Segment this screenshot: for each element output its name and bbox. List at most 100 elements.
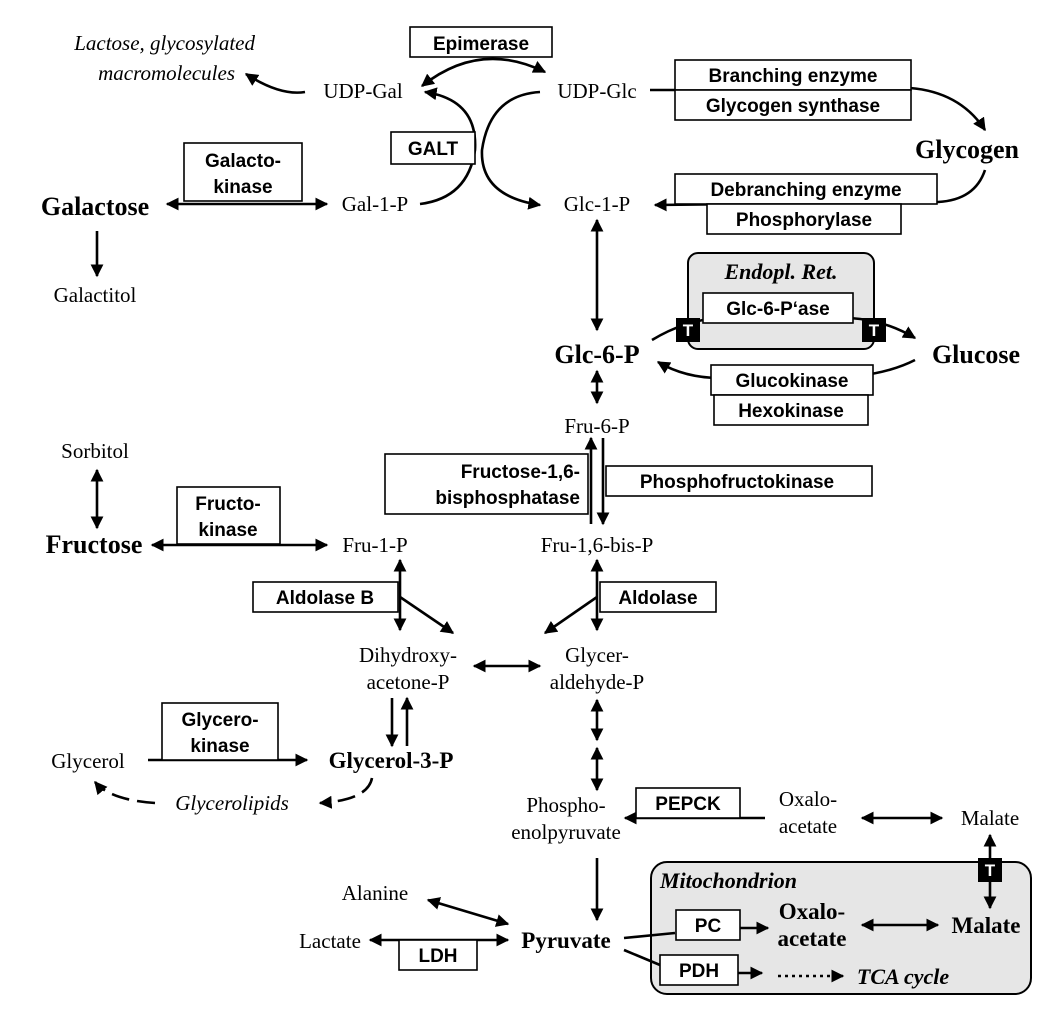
glycerokinase-label-2: kinase bbox=[190, 736, 249, 757]
glycerolipids-to-glycerol-arrow bbox=[94, 781, 156, 805]
oaa-mito-label-1: Oxalo- bbox=[779, 899, 845, 924]
galactitol-label: Galactitol bbox=[54, 283, 137, 307]
hexokinase-box bbox=[713, 394, 869, 426]
pep-label-1: Phospho- bbox=[526, 793, 605, 817]
pyruvate-label: Pyruvate bbox=[521, 928, 610, 953]
er-transporter-right bbox=[862, 318, 886, 342]
tca-cycle-label: TCA cycle bbox=[857, 964, 949, 989]
debranching-enzyme-label: Debranching enzyme bbox=[710, 180, 901, 201]
gap-label-1: Glycer- bbox=[565, 643, 629, 667]
glycerol-3-p-label: Glycerol-3-P bbox=[329, 748, 454, 773]
sorbitol-label: Sorbitol bbox=[61, 439, 129, 463]
glucokinase-box bbox=[710, 364, 874, 396]
lactose-label-2: macromolecules bbox=[98, 61, 235, 85]
pc-label: PC bbox=[695, 916, 722, 937]
aldolase-label: Aldolase bbox=[618, 588, 697, 609]
glycerokinase-label-1: Glycero- bbox=[181, 710, 258, 731]
aldolase-b-to-gap-arrow bbox=[399, 595, 455, 635]
alanine-label: Alanine bbox=[342, 881, 408, 905]
phosphorylase-box bbox=[706, 203, 902, 235]
glucokinase-label: Glucokinase bbox=[736, 371, 849, 392]
galactokinase-box bbox=[183, 142, 303, 202]
galt-arrow-udpglc-to-glc1p bbox=[480, 90, 542, 210]
dhap-label-1: Dihydroxy- bbox=[359, 643, 457, 667]
oaa-cyto-label-2: acetate bbox=[779, 814, 837, 838]
pyruvate-to-pc-line bbox=[623, 931, 676, 940]
g3p-to-glycerolipids-arrow bbox=[318, 777, 374, 809]
mito-transporter-label: T bbox=[985, 861, 996, 880]
pfk-box bbox=[605, 465, 873, 497]
fru-6-p-label: Fru-6-P bbox=[564, 414, 629, 438]
fructokinase-box bbox=[176, 486, 281, 545]
fructokinase-label-1: Fructo- bbox=[195, 494, 260, 515]
glc-1-p-label: Glc-1-P bbox=[564, 192, 631, 216]
fru-1-p-label: Fru-1-P bbox=[342, 533, 407, 557]
udp-gal-label: UDP-Gal bbox=[323, 79, 402, 103]
fructokinase-label-2: kinase bbox=[198, 520, 257, 541]
glycogen-breakdown-arrow bbox=[653, 169, 987, 212]
glycogen-synthase-box bbox=[674, 89, 912, 121]
udp-glc-label: UDP-Glc bbox=[557, 79, 636, 103]
branching-enzyme-label: Branching enzyme bbox=[709, 66, 878, 87]
mito-transporter bbox=[978, 858, 1002, 882]
udp-gal-to-lactose-arrow bbox=[244, 72, 306, 94]
hexokinase-label: Hexokinase bbox=[738, 401, 844, 422]
pc-box bbox=[675, 909, 741, 941]
ldh-box bbox=[398, 939, 478, 971]
glc6pase-box bbox=[702, 292, 854, 324]
glc6pase-label: Glc-6-P‘ase bbox=[726, 299, 830, 320]
glycerokinase-box bbox=[161, 702, 279, 761]
aldolase-box bbox=[599, 581, 717, 613]
epimerase-box bbox=[409, 26, 553, 58]
mitochondrion-label: Mitochondrion bbox=[659, 868, 797, 893]
pyruvate-to-pdh-line bbox=[623, 948, 661, 967]
glucose-label: Glucose bbox=[932, 340, 1020, 369]
lactate-label: Lactate bbox=[299, 929, 361, 953]
er-transporter-left-label: T bbox=[683, 321, 694, 340]
er-transporter-right-label: T bbox=[869, 321, 880, 340]
gap-label-2: aldehyde-P bbox=[550, 670, 644, 694]
malate-cyto-label: Malate bbox=[961, 806, 1019, 830]
glycogen-synthesis-arrow bbox=[909, 86, 987, 132]
er-transporter-left bbox=[676, 318, 700, 342]
phosphorylase-label: Phosphorylase bbox=[736, 210, 872, 231]
aldolase-b-box bbox=[252, 581, 399, 613]
galt-label: GALT bbox=[408, 139, 459, 160]
galactose-label: Galactose bbox=[41, 192, 149, 221]
er-label: Endopl. Ret. bbox=[723, 259, 837, 284]
aldolase-to-dhap-arrow bbox=[543, 595, 598, 635]
pdh-box bbox=[659, 954, 739, 986]
branching-enzyme-box bbox=[674, 59, 912, 91]
fbpase-box bbox=[384, 453, 589, 515]
glycerol-label: Glycerol bbox=[51, 749, 125, 773]
fbpase-label-2: bisphosphatase bbox=[435, 488, 580, 509]
glycogen-synthase-label: Glycogen synthase bbox=[706, 96, 880, 117]
pdh-label: PDH bbox=[679, 961, 719, 982]
oaa-cyto-label-1: Oxalo- bbox=[779, 787, 837, 811]
fbpase-label-1: Fructose-1,6- bbox=[461, 462, 580, 483]
galactokinase-label-2: kinase bbox=[213, 177, 272, 198]
aldolase-b-label: Aldolase B bbox=[276, 588, 374, 609]
glycogen-label: Glycogen bbox=[915, 135, 1020, 164]
epimerase-arrow bbox=[420, 57, 547, 88]
dhap-label-2: acetone-P bbox=[367, 670, 450, 694]
pfk-label: Phosphofructokinase bbox=[640, 472, 834, 493]
alanine-pyruvate-arrow bbox=[426, 897, 510, 927]
mitochondrion-compartment bbox=[650, 861, 1032, 995]
debranching-enzyme-box bbox=[674, 173, 938, 205]
malate-mito-label: Malate bbox=[952, 913, 1021, 938]
gal-1-p-label: Gal-1-P bbox=[342, 192, 409, 216]
epimerase-label: Epimerase bbox=[433, 34, 529, 55]
pepck-label: PEPCK bbox=[655, 794, 721, 815]
fru-1-6-bis-p-label: Fru-1,6-bis-P bbox=[541, 533, 654, 557]
galactokinase-label-1: Galacto- bbox=[205, 151, 281, 172]
ldh-label: LDH bbox=[418, 946, 457, 967]
galt-box bbox=[390, 131, 476, 165]
pepck-box bbox=[635, 787, 741, 819]
glycerolipids-label: Glycerolipids bbox=[175, 791, 289, 815]
glc-6-p-label: Glc-6-P bbox=[554, 340, 639, 369]
oaa-mito-label-2: acetate bbox=[778, 926, 847, 951]
fructose-label: Fructose bbox=[46, 530, 143, 559]
